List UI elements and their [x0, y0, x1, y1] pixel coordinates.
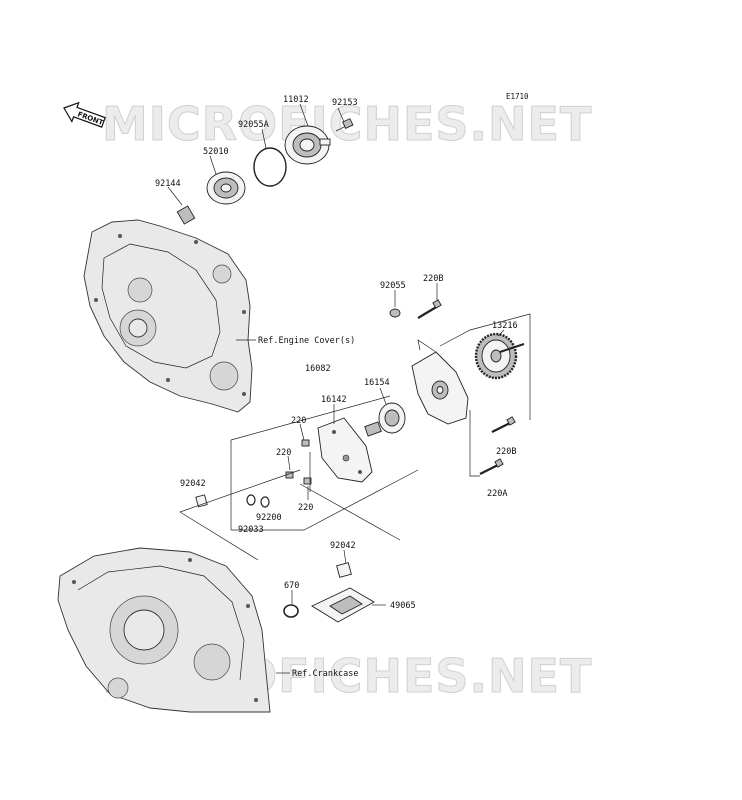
label-92153: 92153	[332, 98, 358, 108]
label-220-b: 220	[276, 448, 291, 458]
ref-crankcase: Ref.Crankcase	[292, 669, 359, 679]
label-92042-right: 92042	[330, 541, 356, 551]
leader-lines	[167, 103, 531, 674]
label-16154: 16154	[364, 378, 390, 388]
pump-plate-part	[317, 417, 373, 483]
filter-cover-part	[284, 125, 331, 165]
circlip-92033-part	[246, 494, 256, 506]
oil-strainer-part	[311, 587, 375, 623]
label-16142: 16142	[321, 395, 347, 405]
diagram-code: E1710	[506, 92, 529, 101]
o-ring-92055a-part	[253, 147, 287, 187]
label-670: 670	[284, 581, 299, 591]
bolt-220b-top-part	[417, 299, 442, 319]
washer-92200-part	[260, 496, 270, 508]
crankcase-part	[57, 547, 271, 713]
bolt-92153-part	[335, 118, 354, 132]
label-16082: 16082	[305, 364, 331, 374]
front-arrow-icon: FRONT	[63, 101, 106, 128]
label-220-a: 220	[291, 416, 306, 426]
label-52010: 52010	[203, 147, 229, 157]
pump-gear-part	[474, 332, 525, 380]
ref-engine-cover: Ref.Engine Cover(s)	[258, 336, 355, 346]
label-92055a: 92055A	[238, 120, 269, 130]
pump-body-part	[411, 351, 469, 425]
label-92033: 92033	[238, 525, 264, 535]
o-ring-670-part	[283, 604, 299, 618]
washer-92055-part	[389, 308, 401, 318]
oil-filter-part	[206, 171, 246, 205]
bolt-220a-part	[479, 458, 504, 475]
label-13216: 13216	[492, 321, 518, 331]
label-220-c: 220	[298, 503, 313, 513]
pump-rotor-part	[364, 402, 406, 437]
dowel-92042-right-part	[336, 562, 352, 578]
label-92042-left: 92042	[180, 479, 206, 489]
label-220b-top: 220B	[423, 274, 443, 284]
bolt-220b-bottom-part	[491, 416, 516, 433]
engine-cover-part	[83, 219, 253, 413]
label-49065: 49065	[390, 601, 416, 611]
label-220a: 220A	[487, 489, 507, 499]
label-11012: 11012	[283, 95, 309, 105]
label-92055: 92055	[380, 281, 406, 291]
label-92144: 92144	[155, 179, 181, 189]
bolts-220-part	[285, 439, 312, 485]
spring-92144-part	[176, 205, 196, 225]
label-220b-bottom: 220B	[496, 447, 516, 457]
label-92200: 92200	[256, 513, 282, 523]
dowel-92042-left-part	[195, 494, 208, 508]
